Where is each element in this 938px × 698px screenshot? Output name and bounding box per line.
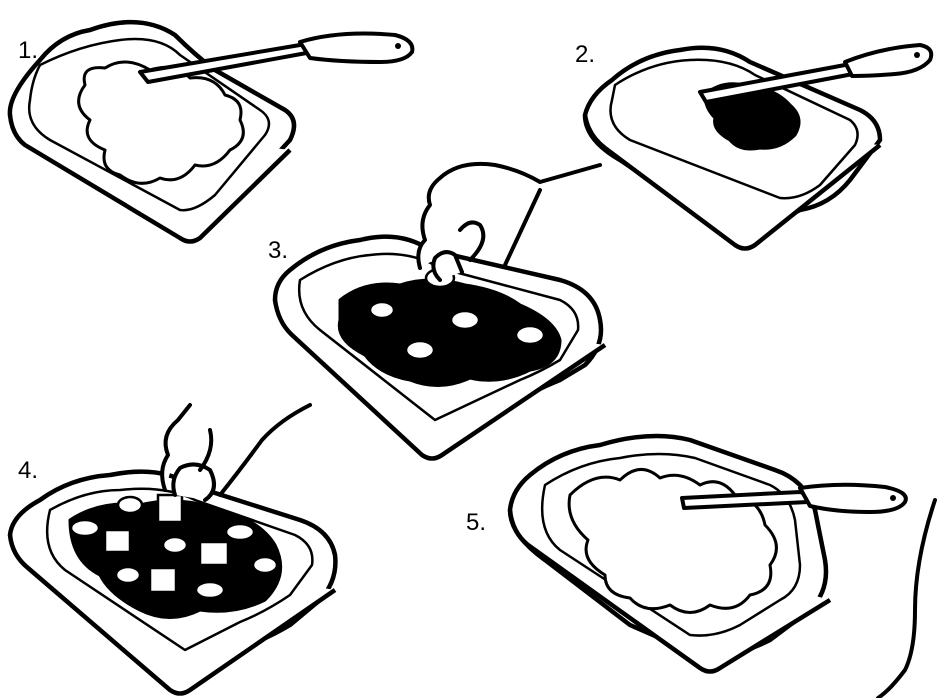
step-1-panel: 1. (10, 22, 413, 241)
step-5-label: 5. (466, 509, 486, 536)
step-5-plate-edge-icon (878, 500, 935, 698)
step-4-hand-icon (162, 405, 310, 500)
step-3-panel: 3. (268, 164, 605, 459)
step-3-label: 3. (268, 237, 288, 264)
step-4-label: 4. (18, 457, 38, 484)
step-2-panel: 2. (575, 41, 931, 249)
step-5-panel: 5. (466, 436, 935, 698)
step-4-panel: 4. (10, 405, 335, 694)
step-2-label: 2. (575, 41, 595, 68)
step-1-label: 1. (18, 37, 38, 64)
step-3-hand-icon (418, 164, 600, 280)
